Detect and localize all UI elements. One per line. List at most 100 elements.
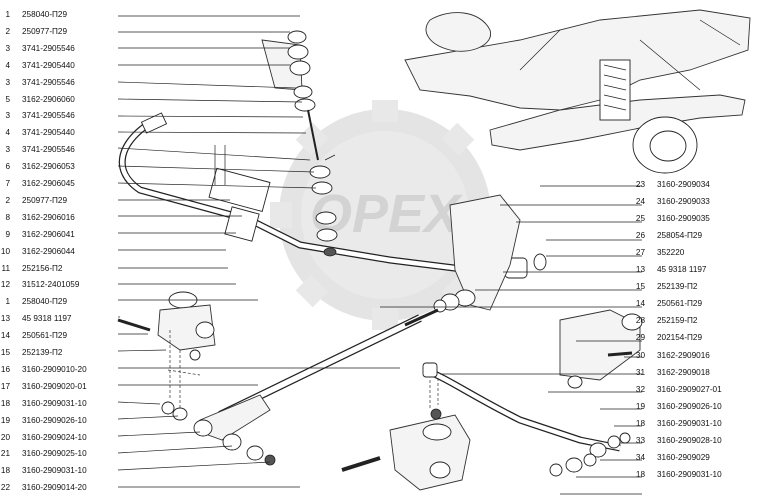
part-number: 3160-2909035 <box>657 214 710 224</box>
callout-number: 13 <box>0 314 10 324</box>
part-number: 45 9318 1197 <box>22 314 72 324</box>
part-number: 3162-2906041 <box>22 229 75 239</box>
callout-number: 26 <box>635 231 645 241</box>
callout-number: 20 <box>0 432 10 442</box>
callout-label: 27 352220 <box>629 248 684 258</box>
callout-number: 3 <box>5 111 10 121</box>
callout-number: 27 <box>635 248 645 258</box>
callout-number: 6 <box>5 162 10 172</box>
part-number: 45 9318 1197 <box>657 265 707 275</box>
callout-label: 16 3160-2909010-20 <box>0 365 87 375</box>
callout-number: 22 <box>0 483 10 493</box>
part-number: 3162-2909016 <box>657 350 710 360</box>
callout-number: 18 <box>635 469 645 479</box>
part-number: 250977-П29 <box>22 26 68 36</box>
callout-number: 7 <box>5 179 10 188</box>
callout-number: 1 <box>5 297 10 307</box>
part-number: 3162-2906044 <box>22 246 75 256</box>
part-number: 252139-П2 <box>22 348 63 357</box>
callout-label: 14 250561-П29 <box>0 331 67 341</box>
part-number: 3160-2909027-01 <box>657 384 722 394</box>
callout-number: 29 <box>635 333 645 343</box>
part-number: 258040-П29 <box>22 297 68 307</box>
callout-number: 3 <box>5 43 10 53</box>
callout-label: 33 3160-2909028-10 <box>629 436 722 446</box>
bracket-illustration <box>433 194 521 313</box>
part-number: 3160-2909026-10 <box>657 401 722 411</box>
part-number: 250977-П29 <box>22 195 68 205</box>
callout-number: 30 <box>635 350 645 360</box>
callout-label: 1 258040-П29 <box>0 297 67 307</box>
part-number: 3160-2909014-20 <box>22 483 87 493</box>
callout-number: 33 <box>635 435 645 445</box>
leader-lines-right <box>324 154 642 495</box>
leader-lines-left <box>117 15 400 488</box>
part-number: 3160-2909031-10 <box>657 469 722 479</box>
part-number: 252156-П2 <box>22 263 63 273</box>
callout-label: 32 3160-2909027-01 <box>629 385 722 395</box>
callout-number: 15 <box>635 282 645 292</box>
part-number: 3160-2909010-20 <box>22 364 87 374</box>
callout-number: 28 <box>635 316 645 326</box>
callout-number: 23 <box>635 180 645 189</box>
callout-number: 34 <box>635 452 645 462</box>
callout-label: 23 3160-2909034 <box>629 180 710 190</box>
callout-number: 14 <box>0 331 10 341</box>
callout-number: 3 <box>5 77 10 87</box>
lower-knuckle-illustration <box>341 378 471 491</box>
callout-number: 19 <box>0 415 10 425</box>
callout-number: 18 <box>0 466 10 476</box>
part-number: 3160-2909020-01 <box>22 381 87 391</box>
callout-number: 13 <box>635 265 645 275</box>
callout-number: 17 <box>0 381 10 391</box>
callout-number: 10 <box>0 246 10 256</box>
callout-number: 24 <box>635 197 645 207</box>
callout-number: 31 <box>635 367 645 377</box>
knuckle-illustration <box>117 291 216 361</box>
part-number: 3162-2909018 <box>657 367 710 377</box>
part-number: 3741-2905440 <box>22 60 75 70</box>
callout-label: 31 3162-2909018 <box>629 368 710 378</box>
callout-number: 21 <box>0 449 10 459</box>
callout-label: 13 45 9318 1197 <box>0 314 72 324</box>
part-number: 3160-2909024-10 <box>22 432 87 442</box>
callout-number: 4 <box>5 60 10 70</box>
callout-label: 29 202154-П29 <box>629 333 702 343</box>
part-number: 3162-2906053 <box>22 162 75 172</box>
callout-label: 3 3741-2905546 <box>0 77 75 88</box>
callout-number: 2 <box>5 195 10 205</box>
part-number: 250561-П29 <box>657 299 703 309</box>
callout-number: 18 <box>0 398 10 408</box>
part-number: 3160-2909028-10 <box>657 435 722 445</box>
part-number: 3160-2909031-10 <box>657 418 722 428</box>
callout-number: 32 <box>635 384 645 394</box>
callout-number: 25 <box>635 214 645 224</box>
part-number: 202154-П29 <box>657 333 703 343</box>
part-number: 250561-П29 <box>22 331 68 341</box>
part-number: 3741-2905546 <box>22 77 75 87</box>
tie-rod-illustration <box>161 308 439 466</box>
part-number: 3160-2909034 <box>657 180 710 189</box>
part-number: 352220 <box>657 248 685 258</box>
part-number: 252139-П2 <box>657 282 698 292</box>
callout-label: 4 3741-2905440 <box>0 60 75 71</box>
callout-number: 16 <box>0 364 10 374</box>
part-number: 258054-П29 <box>657 231 703 241</box>
